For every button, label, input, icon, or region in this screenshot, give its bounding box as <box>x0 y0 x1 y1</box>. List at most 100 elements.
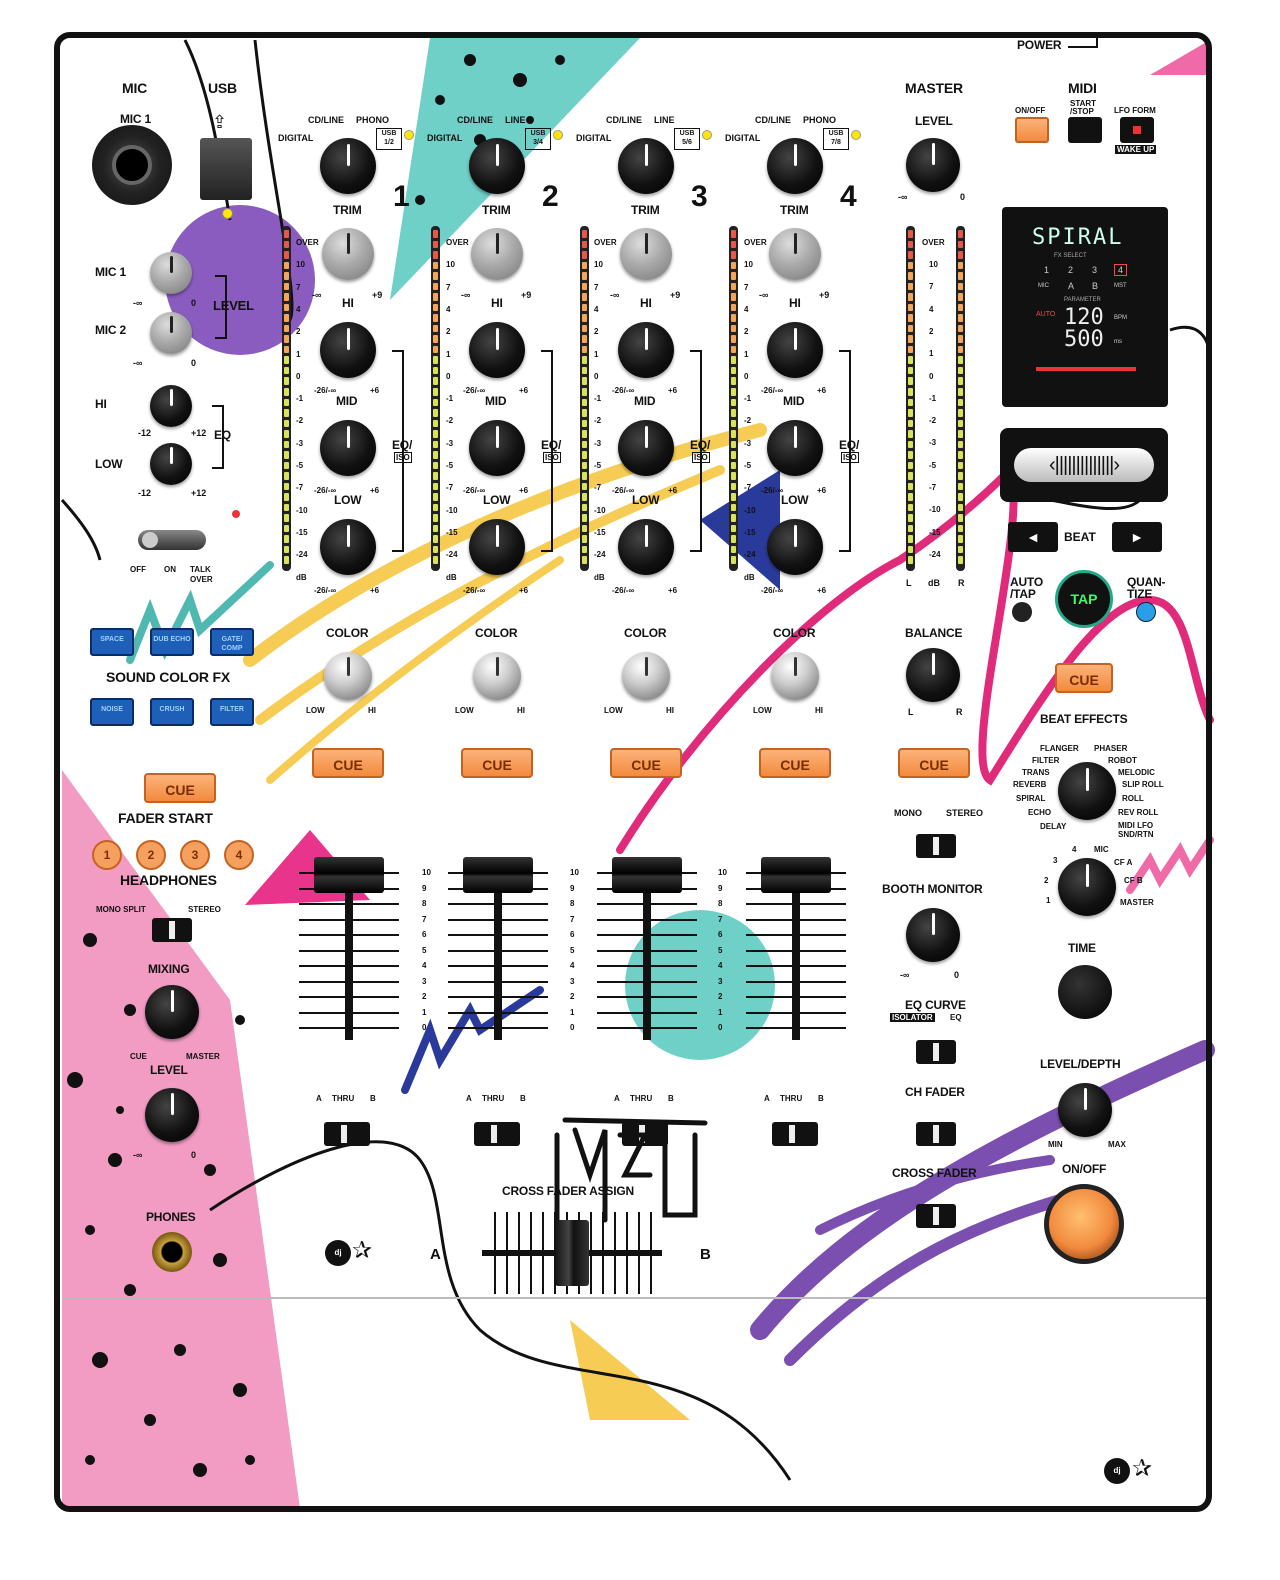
time-knob[interactable] <box>1058 965 1112 1019</box>
mono-stereo-switch[interactable] <box>916 834 956 858</box>
ch1-low-knob[interactable] <box>320 519 376 575</box>
mic-hi-knob[interactable] <box>150 385 192 427</box>
touch-strip[interactable]: ‹||||||||||||||› <box>1000 428 1168 502</box>
midi-lfo-button[interactable] <box>1120 117 1154 143</box>
ch3-color-knob[interactable] <box>622 652 670 700</box>
ch4-input-selector-knob[interactable] <box>767 138 823 194</box>
meter-segment <box>284 303 289 312</box>
fx-cue-button[interactable]: CUE <box>1055 663 1113 693</box>
tap-button[interactable]: TAP <box>1055 570 1113 628</box>
auto-tap-button[interactable] <box>1012 602 1032 622</box>
master-level-knob[interactable] <box>906 138 960 192</box>
cross-fader-curve-switch[interactable] <box>916 1204 956 1228</box>
fx-noise-button[interactable]: NOISE <box>90 698 134 726</box>
meter-segment <box>908 366 913 375</box>
ch4-trim-knob[interactable] <box>769 228 821 280</box>
ch2-xf-assign-switch[interactable] <box>474 1122 520 1146</box>
ch1-mid-min: -26/-∞ <box>314 486 337 495</box>
booth-monitor-knob[interactable] <box>906 908 960 962</box>
phones-label: PHONES <box>146 1210 196 1224</box>
ch2-mid-max: +6 <box>519 486 529 495</box>
fx-space-button[interactable]: SPACE <box>90 628 134 656</box>
meter-segment <box>908 545 913 554</box>
fx-gate-comp-button[interactable]: GATE/ COMP <box>210 628 254 656</box>
meter-scale-label: 2 <box>594 327 599 337</box>
ch3-input-selector-knob[interactable] <box>618 138 674 194</box>
phones-jack[interactable] <box>152 1232 192 1272</box>
fx-channel-select-knob[interactable] <box>1058 858 1116 916</box>
fader-scale-label: 2 <box>570 992 575 1001</box>
midi-startstop-button[interactable] <box>1068 117 1102 143</box>
level-depth-knob[interactable] <box>1058 1083 1112 1137</box>
cross-fader-cap[interactable] <box>555 1220 589 1286</box>
ch4-channel-fader[interactable] <box>761 857 831 893</box>
mic-talkover-switch[interactable] <box>138 530 206 550</box>
meter-segment <box>908 282 913 291</box>
ch2-low-knob[interactable] <box>469 519 525 575</box>
ch3-channel-fader[interactable] <box>612 857 682 893</box>
ch4-low-knob[interactable] <box>767 519 823 575</box>
fx-filter-button[interactable]: FILTER <box>210 698 254 726</box>
mic-low-knob[interactable] <box>150 443 192 485</box>
meter-segment <box>731 387 736 396</box>
ch-fader-curve-switch[interactable] <box>916 1122 956 1146</box>
fader-start-3-button[interactable]: 3 <box>180 840 210 870</box>
mic1-jack[interactable] <box>92 125 172 205</box>
midi-onoff-button[interactable] <box>1015 117 1049 143</box>
eq-curve-switch[interactable] <box>916 1040 956 1064</box>
ch3-hi-knob[interactable] <box>618 322 674 378</box>
ch3-mid-knob[interactable] <box>618 420 674 476</box>
ch2-hi-knob[interactable] <box>469 322 525 378</box>
ch2-cue-button[interactable]: CUE <box>461 748 533 778</box>
meter-segment <box>582 230 587 238</box>
ch2-channel-fader[interactable] <box>463 857 533 893</box>
ch1-channel-fader[interactable] <box>314 857 384 893</box>
mono-split-switch[interactable] <box>152 918 192 942</box>
ch3-cue-button[interactable]: CUE <box>610 748 682 778</box>
usb-port[interactable] <box>200 138 252 200</box>
master-scale-label: 0 <box>929 371 934 381</box>
ch1-mid-knob[interactable] <box>320 420 376 476</box>
fx-onoff-button[interactable] <box>1044 1184 1124 1264</box>
fx-onoff-label: ON/OFF <box>1062 1162 1107 1176</box>
ch2-input-selector-knob[interactable] <box>469 138 525 194</box>
mic1-level-knob[interactable] <box>150 252 192 294</box>
master-cue-button[interactable]: CUE <box>898 748 970 778</box>
ch4-hi-max: +6 <box>817 386 827 395</box>
beat-left-button[interactable]: ◄ <box>1008 522 1058 552</box>
ch3-low-knob[interactable] <box>618 519 674 575</box>
mic2-level-knob[interactable] <box>150 312 192 354</box>
master-over-label: OVER <box>922 238 945 247</box>
beat-effects-selector-knob[interactable] <box>1058 762 1116 820</box>
headphones-cue-button[interactable]: CUE <box>144 773 216 803</box>
ch1-trim-knob[interactable] <box>322 228 374 280</box>
fader-start-4-button[interactable]: 4 <box>224 840 254 870</box>
balance-knob[interactable] <box>906 648 960 702</box>
cross-fader-tick <box>626 1212 628 1294</box>
ch1-hi-knob[interactable] <box>320 322 376 378</box>
ch1-input-selector-knob[interactable] <box>320 138 376 194</box>
fader-scale-label: 0 <box>718 1023 723 1032</box>
ch3-trim-knob[interactable] <box>620 228 672 280</box>
ch4-cue-button[interactable]: CUE <box>759 748 831 778</box>
fx-dub-echo-button[interactable]: DUB ECHO <box>150 628 194 656</box>
ch1-color-knob[interactable] <box>324 652 372 700</box>
display-ch-4: 4 <box>1114 264 1128 276</box>
fader-start-1-button[interactable]: 1 <box>92 840 122 870</box>
fader-start-2-button[interactable]: 2 <box>136 840 166 870</box>
ch4-hi-knob[interactable] <box>767 322 823 378</box>
ch4-xf-assign-switch[interactable] <box>772 1122 818 1146</box>
fx-crush-button[interactable]: CRUSH <box>150 698 194 726</box>
ch1-xf-assign-switch[interactable] <box>324 1122 370 1146</box>
mixing-knob[interactable] <box>145 985 199 1039</box>
ch4-color-knob[interactable] <box>771 652 819 700</box>
ch2-trim-knob[interactable] <box>471 228 523 280</box>
ch1-cue-button[interactable]: CUE <box>312 748 384 778</box>
beat-right-button[interactable]: ► <box>1112 522 1162 552</box>
ch3-color-low: LOW <box>604 706 623 715</box>
hp-level-knob[interactable] <box>145 1088 199 1142</box>
ch4-mid-knob[interactable] <box>767 420 823 476</box>
ch2-color-knob[interactable] <box>473 652 521 700</box>
ch2-mid-knob[interactable] <box>469 420 525 476</box>
quantize-button[interactable] <box>1136 602 1156 622</box>
